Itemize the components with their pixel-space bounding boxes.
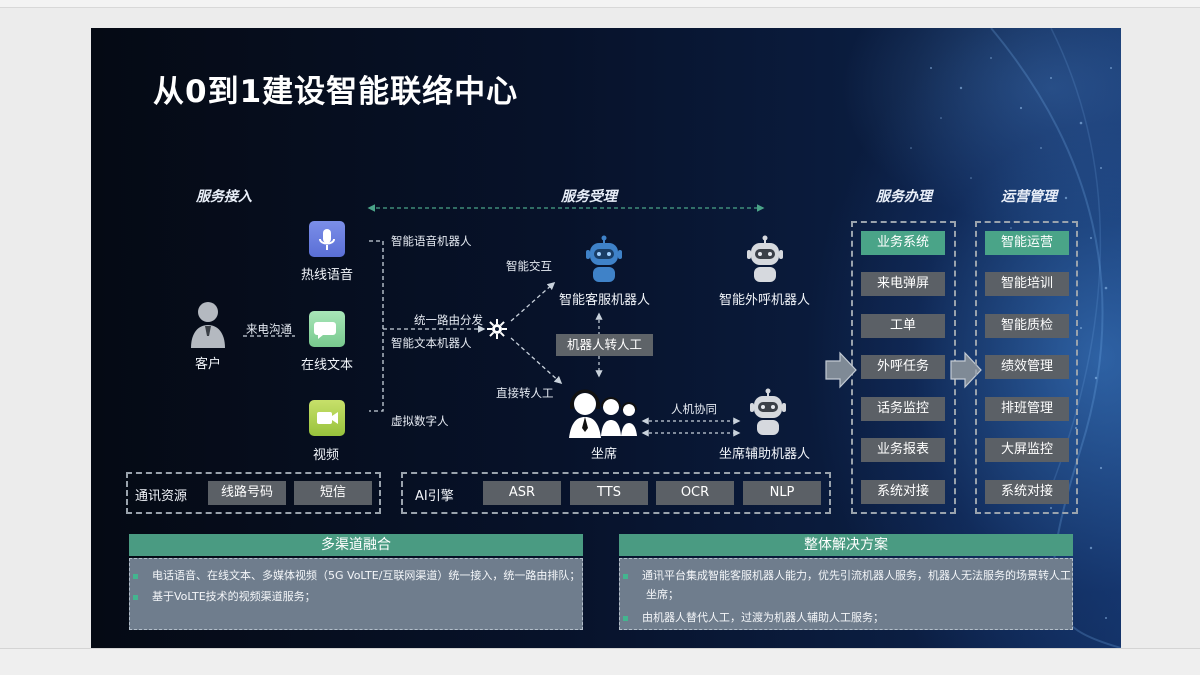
service-robot-icon xyxy=(586,235,622,282)
agent-group-icon xyxy=(569,389,637,438)
ai-item-nlp: NLP xyxy=(743,481,821,505)
human-machine-label: 人机协同 xyxy=(671,402,717,416)
customer-label: 客户 xyxy=(195,357,222,372)
operations-item-5: 大屏监控 xyxy=(985,438,1069,462)
operations-item-4: 排班管理 xyxy=(985,397,1069,421)
processing-item-1: 来电弹屏 xyxy=(861,272,945,296)
comm-resources-group xyxy=(126,472,381,514)
section-access: 服务接入 xyxy=(196,189,252,205)
ai-engine-group xyxy=(401,472,831,514)
direct-transfer-label: 直接转人工 xyxy=(496,386,554,400)
processing-item-5: 业务报表 xyxy=(861,438,945,462)
operations-item-2: 智能质检 xyxy=(985,314,1069,338)
section-handling: 服务受理 xyxy=(561,189,617,205)
service-robot-label: 智能客服机器人 xyxy=(559,293,651,308)
multichannel-panel-title: 多渠道融合 xyxy=(129,534,583,556)
customer-icon xyxy=(191,302,225,348)
ai-item-tts: TTS xyxy=(570,481,648,505)
microphone-icon xyxy=(319,229,335,250)
incoming-call-label: 来电沟通 xyxy=(246,322,292,336)
section-operations: 运营管理 xyxy=(1001,189,1057,205)
ai-item-asr: ASR xyxy=(483,481,561,505)
arrow-right-icon xyxy=(950,351,982,389)
page-title: 从0到1建设智能联络中心 xyxy=(153,74,519,110)
processing-item-6: 系统对接 xyxy=(861,480,945,504)
solution-bullet-0: 通讯平台集成智能客服机器人能力，优先引流机器人服务，机器人无法服务的场景转人工 xyxy=(623,566,1071,585)
outbound-robot-label: 智能外呼机器人 xyxy=(719,293,811,308)
unified-routing-label: 统一路由分发 xyxy=(414,313,483,327)
agent-label: 坐席 xyxy=(591,447,618,462)
ai-item-ocr: OCR xyxy=(656,481,734,505)
voice-robot-label: 智能语音机器人 xyxy=(391,234,472,248)
solution-bullet-0-cont: 坐席； xyxy=(646,588,679,601)
processing-item-2: 工单 xyxy=(861,314,945,338)
solution-bullet-1: 由机器人替代人工，过渡为机器人辅助人工服务； xyxy=(623,608,884,627)
operations-item-1: 智能培训 xyxy=(985,272,1069,296)
operations-column xyxy=(975,221,1078,514)
chat-bubble-icon xyxy=(314,322,336,339)
text-robot-label: 智能文本机器人 xyxy=(391,336,472,350)
processing-item-3: 外呼任务 xyxy=(861,355,945,379)
digital-human-label: 虚拟数字人 xyxy=(391,414,449,428)
video-tile xyxy=(309,400,345,436)
hotline-tile xyxy=(309,221,345,257)
video-camera-icon xyxy=(317,412,338,424)
multichannel-bullet-0: 电话语音、在线文本、多媒体视频（5G VoLTE/互联网渠道）统一接入，统一路由… xyxy=(133,566,580,585)
video-label: 视频 xyxy=(313,448,340,463)
multichannel-panel-body xyxy=(129,558,583,630)
robot-to-human-box: 机器人转人工 xyxy=(556,334,653,356)
assist-robot-icon xyxy=(750,388,786,435)
processing-item-4: 话务监控 xyxy=(861,397,945,421)
slide: 从0到1建设智能联络中心 服务接入 服务受理 服务办理 运营管理 xyxy=(91,28,1121,648)
ai-engine-label: AI引擎 xyxy=(415,489,454,504)
online-text-label: 在线文本 xyxy=(301,358,354,373)
gear-icon xyxy=(487,319,507,339)
section-processing: 服务办理 xyxy=(876,189,932,205)
processing-item-0: 业务系统 xyxy=(861,231,945,255)
comm-item-line-number: 线路号码 xyxy=(208,481,286,505)
smart-interaction-label: 智能交互 xyxy=(506,259,552,273)
top-ruler xyxy=(0,0,1200,8)
solution-panel-body xyxy=(619,558,1073,630)
operations-item-6: 系统对接 xyxy=(985,480,1069,504)
outbound-robot-icon xyxy=(747,235,783,282)
assist-robot-label: 坐席辅助机器人 xyxy=(719,447,811,462)
bottom-bar xyxy=(0,648,1200,675)
online-text-tile xyxy=(309,311,345,347)
operations-item-0: 智能运营 xyxy=(985,231,1069,255)
multichannel-bullet-1: 基于VoLTE技术的视频渠道服务； xyxy=(133,587,316,606)
comm-resources-label: 通讯资源 xyxy=(135,489,188,504)
hotline-label: 热线语音 xyxy=(301,268,354,283)
operations-item-3: 绩效管理 xyxy=(985,355,1069,379)
comm-item-sms: 短信 xyxy=(294,481,372,505)
solution-panel-title: 整体解决方案 xyxy=(619,534,1073,556)
arrow-right-icon xyxy=(825,351,857,389)
